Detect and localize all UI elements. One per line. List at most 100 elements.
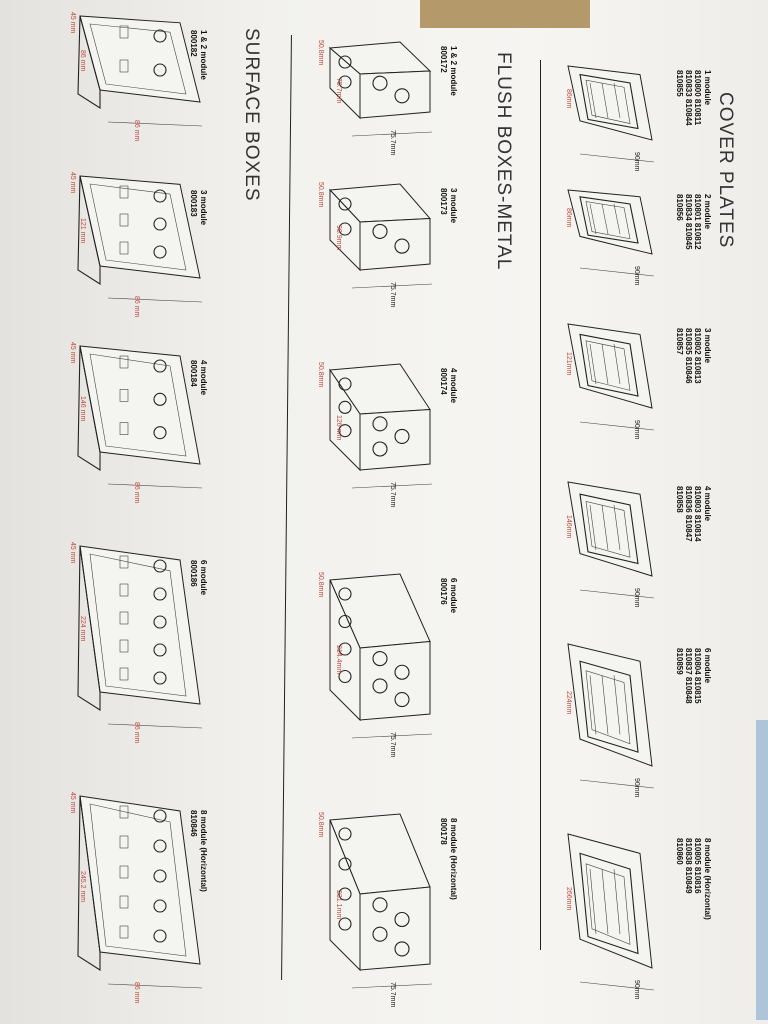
surface-box-length-dim: 86 mm [79,50,86,72]
surface-box-depth-dim: 45 mm [69,12,76,34]
cover-plate-code-line: 810800 810811 [693,70,702,126]
cover-plate-code-line: 810837 810848 [684,648,693,704]
flush-box-depth-dim: 50.8mm [317,362,324,388]
flush-box-length-dim: 98.9mm [335,225,342,251]
flush-box-length-dim: 126 mm [335,415,342,441]
surface-box-module-label: 4 module [199,360,208,396]
flush-box-drawing [328,41,433,137]
cover-plate-width-dim: 90mm [633,778,640,798]
cover-plate-module-label: 1 module [703,70,712,106]
flush-box-drawing [329,363,433,489]
cover-plate-width-dim: 90mm [633,980,640,1000]
cover-plate-code-line: 810838 810849 [684,838,693,894]
cover-plate-code-line: 810857 [675,328,684,355]
cover-plate-height-dim: 86mm [565,89,572,109]
cover-plate-height-dim: 146mm [565,515,572,539]
surface-box-drawing [77,545,203,729]
cover-plate-code-line: 810836 810847 [684,486,693,542]
flush-box-width-dim: 75.7mm [389,982,396,1008]
flush-box-width-dim: 75.7mm [389,282,396,308]
surface-box-length-dim: 146 mm [79,396,86,422]
cover-plate-width-dim: 90mm [633,420,640,440]
cover-plate-code-line: 810858 [675,486,684,513]
flush-box-length-dim: 231.1mm [335,890,342,920]
flush-box-depth-dim: 50.8mm [317,182,324,208]
cover-plate-code-line: 810835 810846 [684,328,693,384]
cover-plate-module-label: 3 module [703,328,712,364]
surface-box-module-label: 3 module [199,190,208,226]
cover-plate-drawing [567,323,655,431]
cover-plate-width-dim: 90mm [633,266,640,286]
section-divider-1 [540,60,541,950]
flush-box-module-label: 1 & 2 module [449,46,458,96]
section-divider-2 [281,35,292,980]
flush-box-drawing [328,183,433,289]
cover-plate-code-line: 810834 810845 [684,194,693,250]
cover-plate-width-dim: 90mm [633,152,640,172]
cover-plate-module-label: 6 module [703,648,712,684]
cover-plate-height-dim: 86mm [565,208,572,228]
surface-box-width-dim: 86 mm [133,120,140,142]
surface-box-width-dim: 86 mm [133,722,140,744]
flush-box-length-dim: 75.7mm [335,78,342,104]
flush-box-depth-dim: 50.8mm [317,812,324,838]
flush-box-width-dim: 75.7mm [389,482,396,508]
cover-plate-drawing [567,65,655,163]
surface-box-drawing [77,15,203,127]
surface-boxes-heading: SURFACE BOXES [241,28,262,202]
cover-plate-code-line: 810804 810815 [693,648,702,704]
cover-plate-code-line: 810802 810813 [693,328,702,384]
surface-box-width-dim: 86 mm [133,296,140,318]
flush-box-drawing [329,813,433,989]
flush-box-drawing [329,573,433,739]
cover-plate-code-line: 810801 810812 [693,194,702,250]
surface-box-drawing [77,795,203,989]
flush-box-depth-dim: 50.8mm [317,40,324,66]
cover-plate-height-dim: 224mm [565,691,572,715]
cover-plate-code-line: 810805 810816 [693,838,702,894]
flush-box-module-label: 8 module (Horizontal) [449,818,458,900]
flush-box-width-dim: 75.7mm [389,732,396,758]
surface-box-module-label: 8 module (Horizontal) [199,810,208,892]
flush-box-width-dim: 75.7mm [389,130,396,156]
surface-box-module-label: 1 & 2 module [199,30,208,80]
surface-box-drawing [77,345,203,489]
surface-box-depth-dim: 45 mm [69,542,76,564]
page-edge-strip [756,720,768,1020]
cover-plate-width-dim: 90mm [633,588,640,608]
cover-plate-code-line: 810856 [675,194,684,221]
surface-box-length-dim: 224 mm [79,616,86,642]
cover-plate-drawing [567,481,655,599]
flush-box-module-label: 3 module [449,188,458,224]
cover-plate-drawing [567,833,655,991]
cover-plate-drawing [567,643,655,789]
flush-boxes-heading: FLUSH BOXES-METAL [493,52,514,271]
cover-plate-module-label: 4 module [703,486,712,522]
cover-plate-drawing [567,189,655,277]
surface-box-width-dim: 86 mm [133,982,140,1004]
surface-box-length-dim: 245.2 mm [79,871,86,903]
surface-box-depth-dim: 45 mm [69,792,76,814]
cover-plate-height-dim: 121mm [565,352,572,376]
cover-plate-code-line: 810833 810844 [684,70,693,126]
surface-box-length-dim: 121 mm [79,218,86,244]
cover-plate-module-label: 8 module (Horizontal) [703,838,712,920]
surface-box-depth-dim: 45 mm [69,172,76,194]
surface-box-width-dim: 86 mm [133,482,140,504]
flush-box-depth-dim: 50.8mm [317,572,324,598]
cover-plate-height-dim: 266mm [565,887,572,911]
flush-box-module-label: 4 module [449,368,458,404]
flush-box-module-label: 6 module [449,578,458,614]
page-corner-tab [420,0,590,28]
cover-plate-code-line: 810860 [675,838,684,865]
cover-plate-code-line: 810859 [675,648,684,675]
surface-box-drawing [77,175,203,303]
cover-plates-heading: COVER PLATES [715,92,736,249]
flush-box-length-dim: 214.4mm [335,645,342,675]
cover-plate-module-label: 2 module [703,194,712,230]
cover-plate-code-line: 810803 810814 [693,486,702,542]
surface-box-module-label: 6 module [199,560,208,596]
cover-plate-code-line: 810855 [675,70,684,97]
surface-box-depth-dim: 45 mm [69,342,76,364]
